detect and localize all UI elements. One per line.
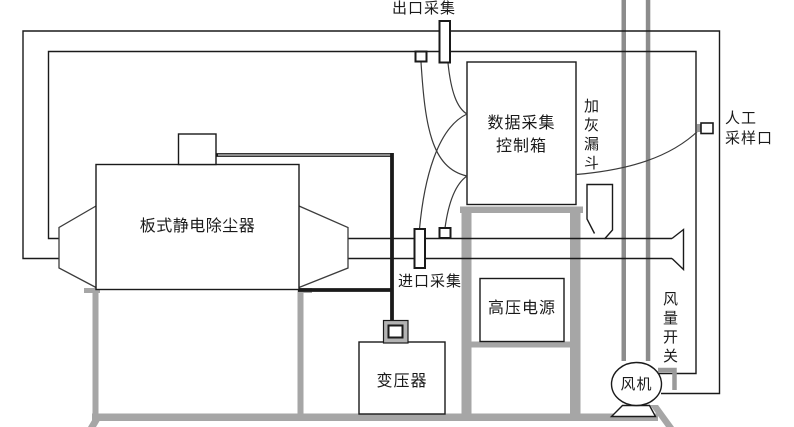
rack-column-right	[570, 206, 581, 414]
outlet-probe-cable	[447, 62, 468, 115]
manual-sampling-port-label: 人工 采样口	[725, 109, 773, 149]
ash-funnel-shape	[586, 183, 614, 240]
manual-port-cable	[575, 129, 700, 176]
esp-outlet-cone	[298, 205, 349, 289]
esp-support-column-left	[92, 289, 99, 414]
manual-port-plug	[696, 124, 702, 132]
data-acquisition-label-line2: 控制箱	[495, 138, 547, 155]
ash-funnel-label: 加灰漏斗	[582, 98, 599, 174]
outlet-sampling-probe	[438, 20, 451, 64]
transformer-bushing-inner	[387, 324, 404, 339]
manual-port-label-line2: 采样口	[725, 130, 774, 147]
floor-right-foot	[650, 405, 674, 427]
precipitator-body	[95, 163, 300, 291]
duct-diffuser	[671, 228, 685, 272]
inlet-square-cable	[444, 175, 468, 229]
air-volume-switch-label: 风量开关	[661, 291, 678, 367]
precipitator-label: 板式静电除尘器	[139, 218, 256, 235]
data-acquisition-label: 数据采集 控制箱	[467, 112, 576, 158]
rack-column-left	[461, 206, 472, 414]
inlet-sampling-sensor	[438, 227, 452, 239]
outlet-sampling-sensor	[414, 50, 428, 63]
precipitator-top-bushing	[177, 133, 217, 166]
rack-shelf	[471, 341, 570, 348]
exhaust-pipe-right	[645, 0, 651, 361]
transformer-label: 变压器	[376, 373, 428, 390]
fan-housing	[610, 361, 663, 407]
inlet-sampling-probe	[413, 228, 426, 269]
outlet-square-cable	[420, 61, 468, 177]
exhaust-pipe-left	[621, 0, 626, 361]
fan-label: 风机	[620, 376, 653, 393]
esp-inlet-cone	[58, 205, 97, 289]
air-volume-switch-symbol	[658, 367, 677, 390]
inlet-probe-cable	[418, 113, 468, 230]
duct-outer-wall	[22, 30, 721, 395]
outlet-sampling-label: 出口采集	[392, 0, 457, 17]
floor-left-foot	[88, 413, 104, 427]
esp-support-cap-left	[84, 288, 100, 293]
inlet-sampling-label: 进口采集	[398, 273, 463, 290]
data-acquisition-label-line1: 数据采集	[487, 115, 556, 132]
high-voltage-power-label: 高压电源	[487, 300, 556, 317]
high-voltage-power-box	[479, 277, 565, 343]
rack-top-beam	[460, 206, 583, 213]
manual-port-label-line1: 人工	[725, 110, 758, 127]
fan-base	[609, 404, 657, 418]
duct-inner-wall	[47, 50, 697, 375]
data-acquisition-box	[466, 61, 577, 206]
floor-beam	[92, 413, 658, 421]
esp-support-column-right	[297, 289, 304, 414]
manual-sampling-port	[700, 122, 714, 135]
